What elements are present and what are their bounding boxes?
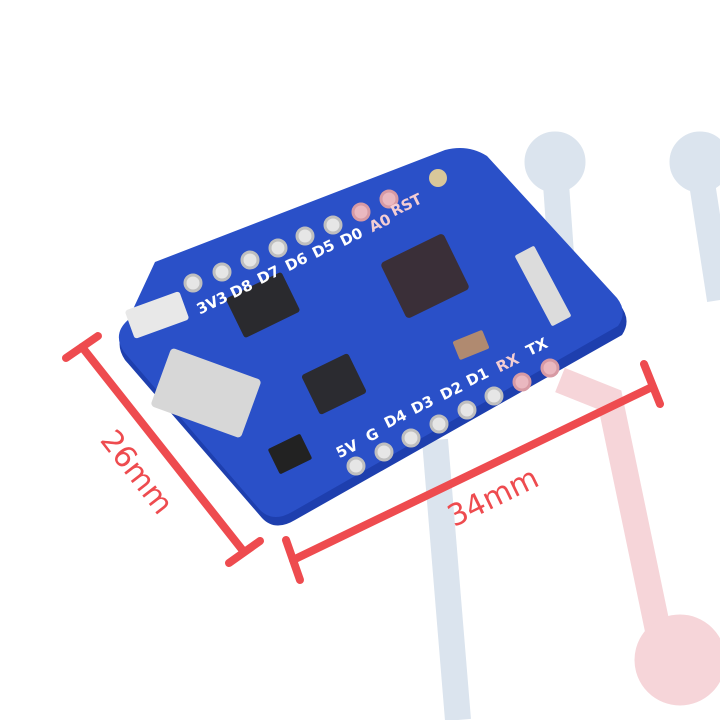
dimension-height <box>62 332 264 567</box>
dimension-width <box>282 360 664 584</box>
decor-red-traces <box>555 367 720 706</box>
pcb-board <box>118 148 627 526</box>
top-pin-row <box>183 189 399 293</box>
bottom-pin-row <box>346 358 560 476</box>
